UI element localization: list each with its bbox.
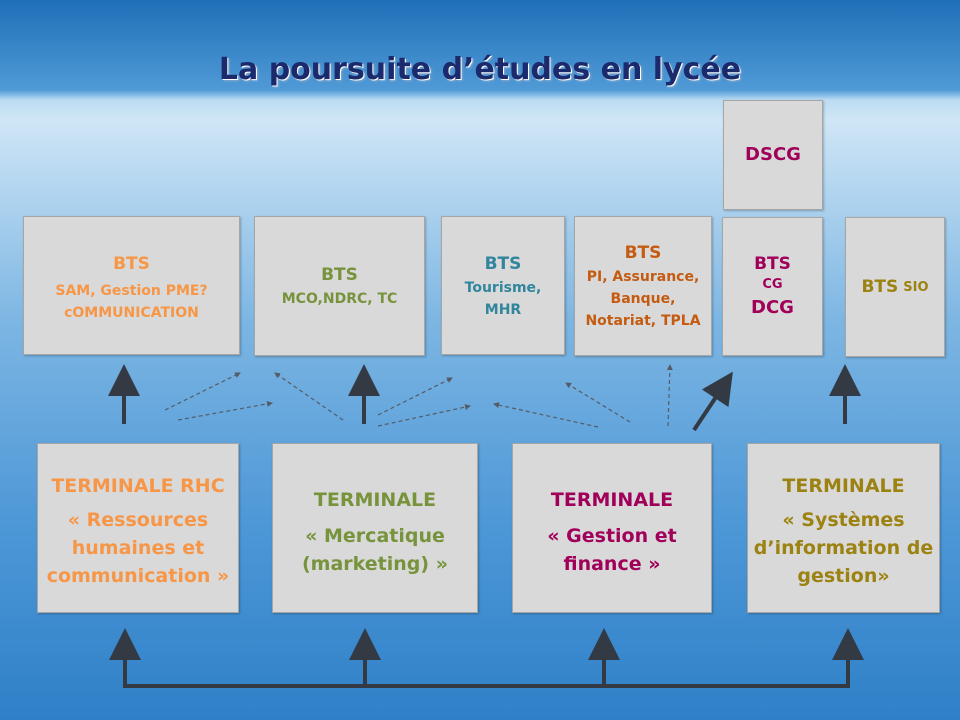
box-terminale-sig: TERMINALE « Systèmes d’information de ge… <box>747 443 940 613</box>
bts-tour-line1: Tourisme, <box>464 279 542 296</box>
arrow-gf-to-cg <box>692 371 733 432</box>
bts-fin-head: BTS <box>624 243 662 263</box>
terminale-sig-line3: gestion» <box>797 565 890 587</box>
box-bts-fin: BTS PI, Assurance, Banque, Notariat, TPL… <box>574 216 712 356</box>
terminale-sig-line1: « Systèmes <box>782 509 905 531</box>
terminale-merc-head: TERMINALE <box>313 489 437 511</box>
box-bts-sio: BTS SIO <box>845 217 945 357</box>
bts-fin-line3: Notariat, TPLA <box>585 313 701 329</box>
box-bts-tour: BTS Tourisme, MHR <box>441 216 565 355</box>
terminale-rhc-line3: communication » <box>46 565 230 587</box>
bts-fin-line2: Banque, <box>610 291 676 307</box>
terminale-rhc-line2: humaines et <box>71 537 205 559</box>
box-terminale-merc: TERMINALE « Mercatique (marketing) » <box>272 443 478 613</box>
bts-fin-line1: PI, Assurance, <box>586 269 700 285</box>
bts-merc-head: BTS <box>321 265 358 285</box>
dash-gf-to-tour <box>493 402 599 428</box>
terminale-gf-line2: finance » <box>563 553 661 575</box>
terminale-merc-line1: « Mercatique <box>305 525 445 547</box>
bts-rh-head: BTS <box>113 253 150 274</box>
terminale-sig-line2: d’information de <box>753 537 934 559</box>
terminale-sig-head: TERMINALE <box>782 475 905 497</box>
dash-rhc-to-rh <box>164 372 241 411</box>
bts-sio-head: BTS <box>861 277 899 297</box>
box-bts-rh: BTS SAM, Gestion PME? cOMMUNICATION <box>23 216 240 355</box>
bts-merc-line1: MCO,NDRC, TC <box>281 291 398 307</box>
box-bts-cg: BTS CG DCG <box>722 217 823 356</box>
dash-merc-to-tour2 <box>377 404 471 427</box>
bts-tour-line2: MHR <box>484 301 522 318</box>
box-dscg: DSCG <box>723 100 823 210</box>
dash-gf-to-fin <box>565 382 631 423</box>
dash-merc-to-merc <box>274 372 344 421</box>
dash-merc-to-tour <box>377 377 453 416</box>
dash-rhc-to-merc <box>177 400 273 421</box>
bts-sio-sub: SIO <box>903 279 929 295</box>
bts-cg-head: BTS <box>754 253 791 274</box>
bts-rh-line1: SAM, Gestion PME? <box>55 282 208 299</box>
terminale-gf-head: TERMINALE <box>550 489 674 511</box>
bts-cg-line1: CG <box>762 276 783 292</box>
box-terminale-rhc: TERMINALE RHC « Ressources humaines et c… <box>37 443 239 613</box>
terminale-rhc-head: TERMINALE RHC <box>51 475 225 497</box>
box-bts-merc: BTS MCO,NDRC, TC <box>254 216 425 356</box>
bts-rh-line2: cOMMUNICATION <box>64 304 199 321</box>
terminale-gf-line1: « Gestion et <box>547 525 677 547</box>
bts-cg-line2: DCG <box>751 296 794 318</box>
terminale-merc-line2: (marketing) » <box>302 553 448 575</box>
bts-tour-head: BTS <box>484 253 522 274</box>
dscg-label: DSCG <box>745 144 801 165</box>
dash-gf-to-fin2 <box>666 364 673 427</box>
box-terminale-gf: TERMINALE « Gestion et finance » <box>512 443 712 613</box>
page-title: La poursuite d’études en lycée <box>218 52 742 87</box>
terminale-rhc-line1: « Ressources <box>67 509 209 531</box>
bottom-connector <box>109 628 864 688</box>
